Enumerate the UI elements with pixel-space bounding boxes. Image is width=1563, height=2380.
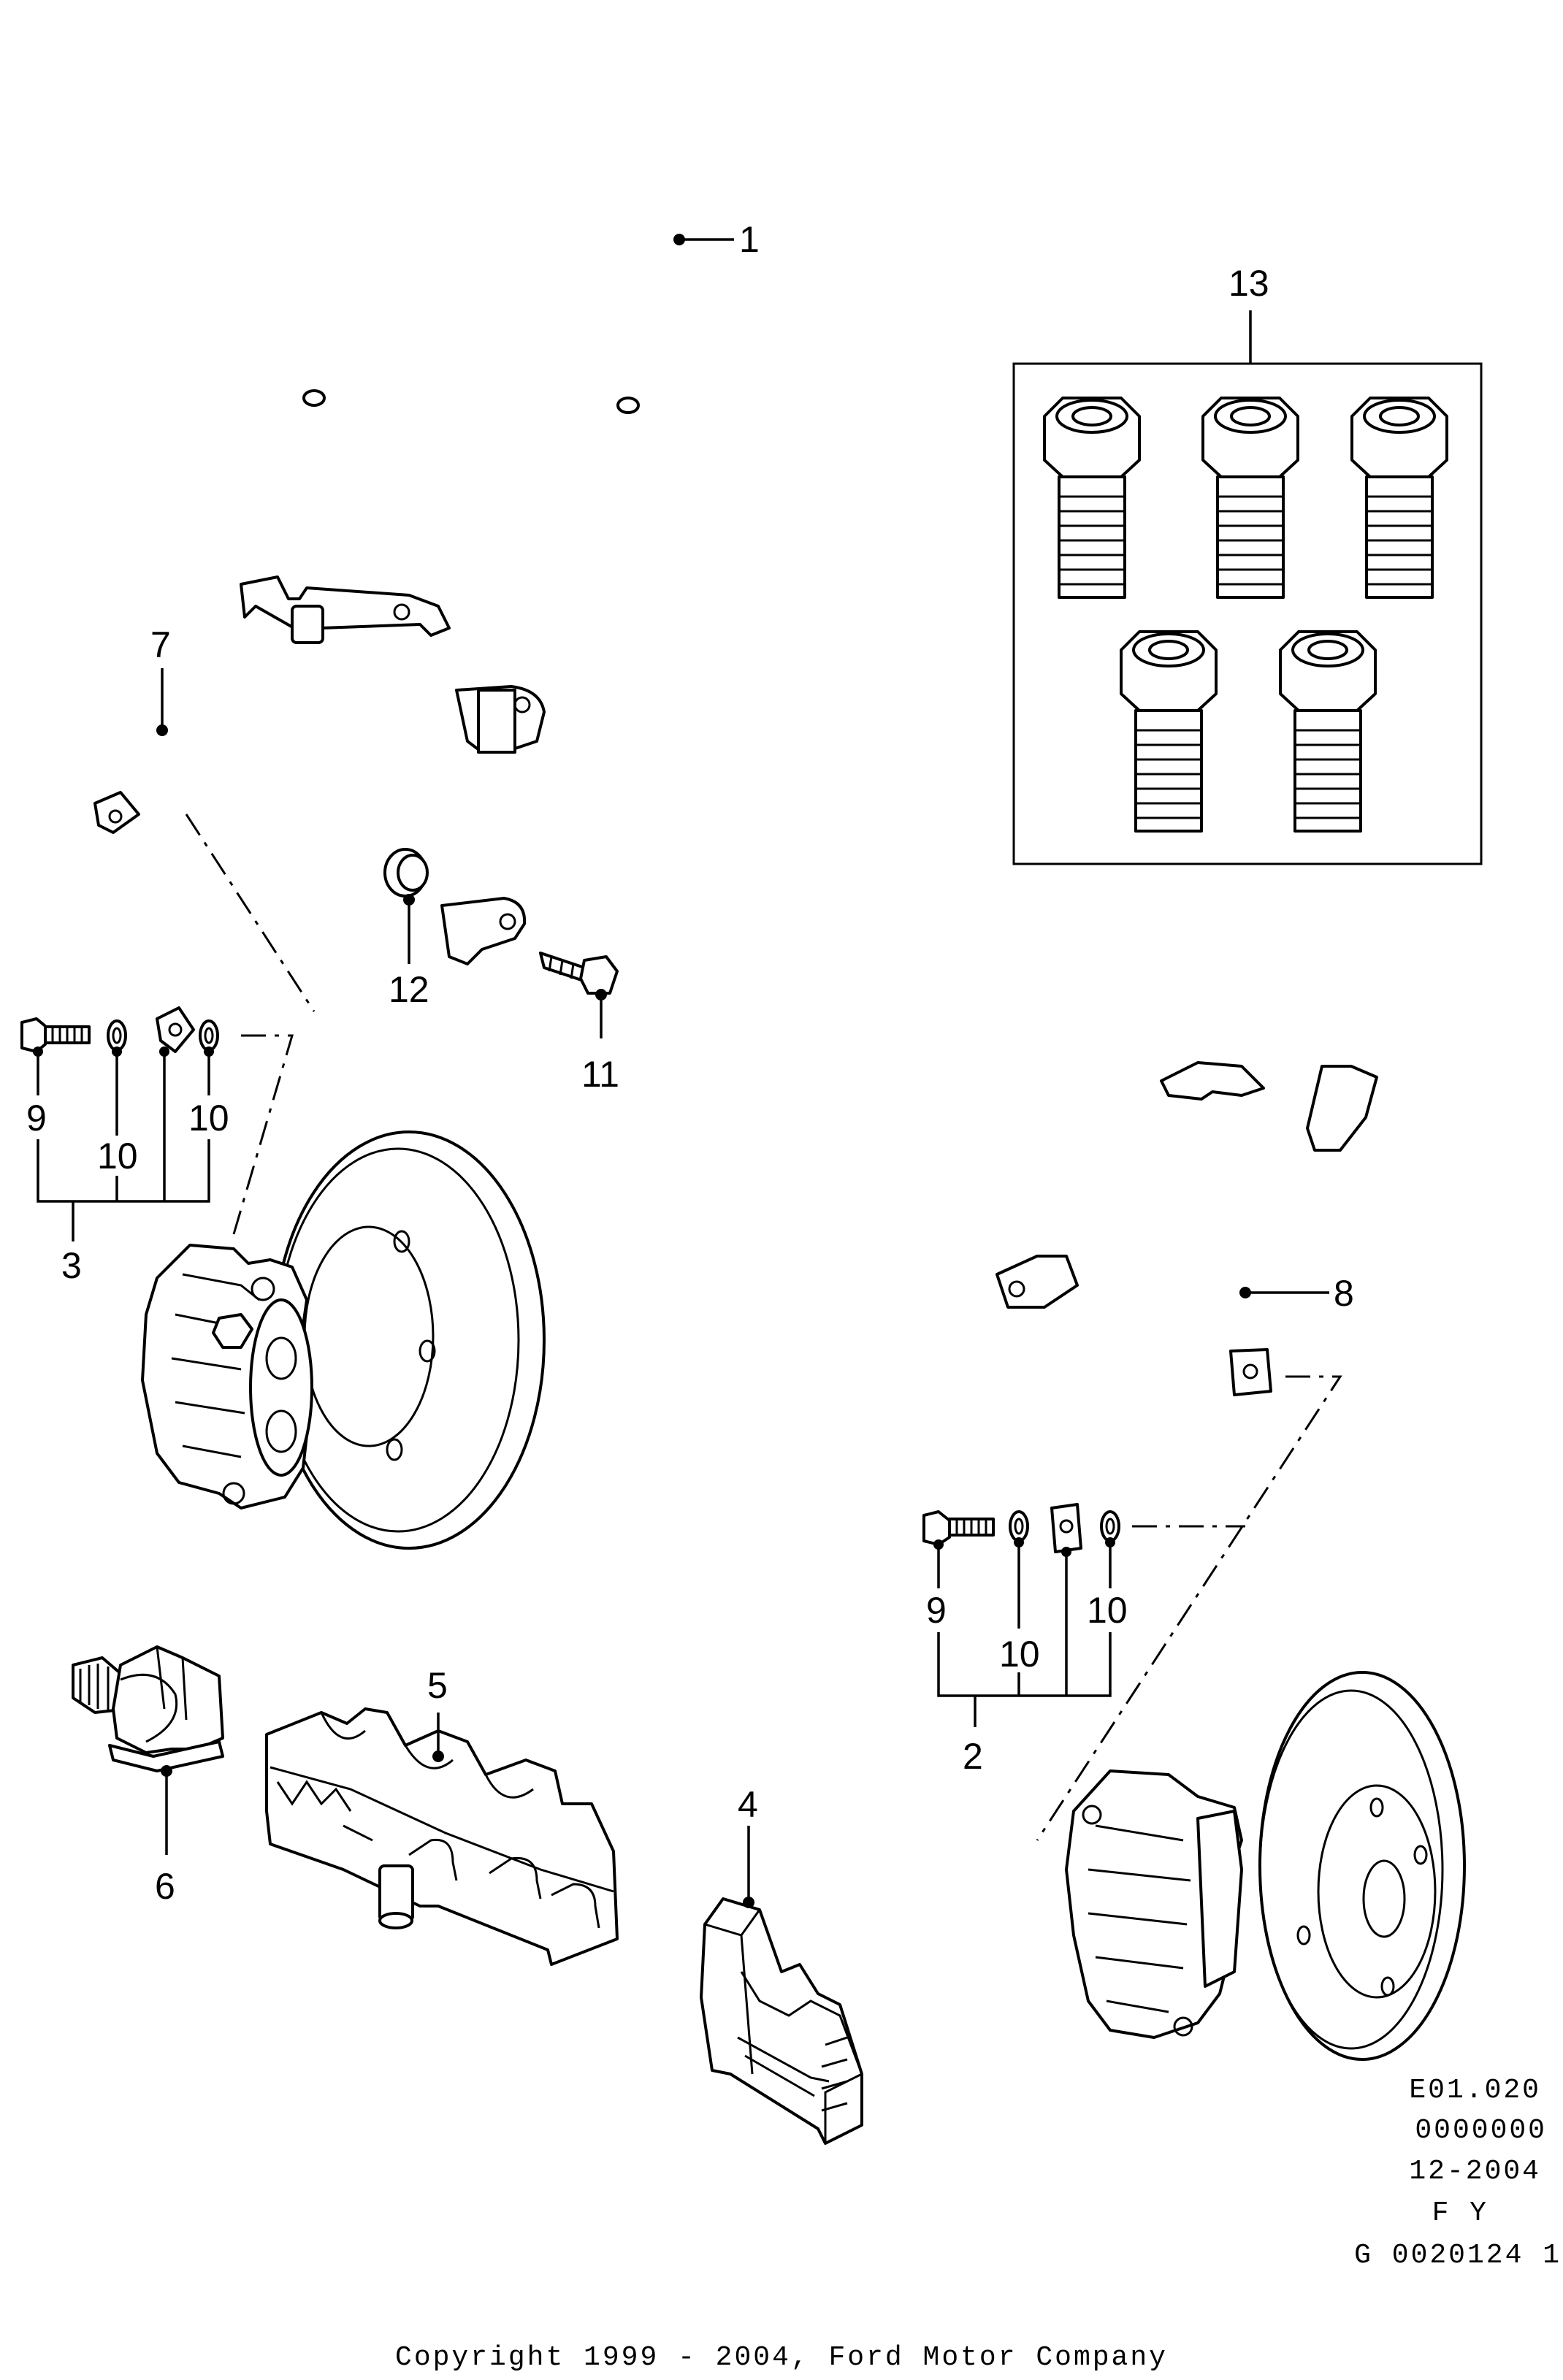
pipe-bracket-icon [265,1707,619,1966]
callout-11: 11 [581,1054,619,1095]
callout-dot-10-right-b [1105,1537,1115,1547]
assembly-line-rear-b [1036,1375,1342,1841]
reference-code-line-3: 12-2004 [1409,2156,1541,2187]
callout-12: 12 [389,969,429,1010]
reference-code-line-4: F Y [1432,2197,1489,2229]
rear-brake-hose-icon [1160,957,1378,1396]
banjo-bolt-right-icon [922,1510,995,1546]
tube-nut-kit-frame [1012,362,1483,865]
callout-4: 4 [738,1784,758,1825]
callout-dot-4 [743,1897,754,1908]
callout-10-left-b: 10 [97,1136,138,1176]
front-brake-disc-icon [272,1130,546,1550]
callout-10-left-a: 10 [188,1098,229,1139]
callout-dot-7 [156,724,168,736]
callout-dot-9-left [33,1046,43,1057]
assembly-line-front-a [232,1034,294,1235]
callout-9-right: 9 [926,1590,947,1631]
callout-dot-3-hose [159,1046,169,1057]
brake-pipe-coil-icon [288,18,669,457]
callout-2: 2 [963,1736,983,1777]
callout-dot-10-left-b [204,1046,214,1057]
callout-dot-5 [432,1750,444,1762]
callout-dot-8 [1239,1287,1251,1298]
callout-13: 13 [1228,263,1269,304]
pipe-holder-icon [700,1897,863,2145]
callout-dot-10-left-a [112,1046,122,1057]
callout-dot-9-right [933,1539,944,1550]
reference-code-line-1: E01.020 [1409,2075,1541,2106]
callout-7: 7 [150,624,171,665]
rear-brake-disc-icon [1258,1671,1466,2061]
callout-dot-12 [403,894,415,906]
callout-dot-11 [595,989,607,1000]
reference-code-line-5: G 0020124 1 [1354,2240,1562,2271]
callout-dot-1 [673,234,685,245]
callout-bracket-2 [937,1632,1112,1697]
callout-dot-6 [161,1765,172,1777]
reference-code-line-2: 0000000 [1415,2115,1547,2146]
bolt-icon [539,952,619,995]
banjo-bolt-icon [20,1017,91,1053]
tube-nut-icon [1043,397,1448,833]
front-brake-pipe-icon [93,510,546,834]
callout-5: 5 [427,1665,448,1706]
callout-8: 8 [1334,1273,1354,1314]
callout-10-right-b: 10 [999,1634,1040,1675]
callout-10-right-a: 10 [1087,1590,1128,1631]
callout-dot-2-hose [1061,1547,1071,1557]
pipe-clip-icon [72,1645,224,1772]
front-brake-hose-icon [156,765,527,1053]
grommet-icon [383,848,429,898]
callout-dot-10-right-a [1014,1537,1024,1547]
callout-1: 1 [739,219,760,260]
rear-brake-pipe-icon [995,1156,1108,1553]
assembly-line-front-b [185,814,316,1012]
rear-brake-caliper-icon [1065,1769,1243,2039]
copyright-notice: Copyright 1999 - 2004, Ford Motor Compan… [395,2342,1168,2373]
callout-bracket-3 [37,1139,210,1203]
callout-9-left: 9 [26,1098,47,1139]
front-brake-caliper-icon [141,1244,313,1509]
copper-washer-right-icon [1009,1510,1120,1542]
callout-6: 6 [155,1866,175,1907]
callout-3: 3 [61,1245,82,1286]
